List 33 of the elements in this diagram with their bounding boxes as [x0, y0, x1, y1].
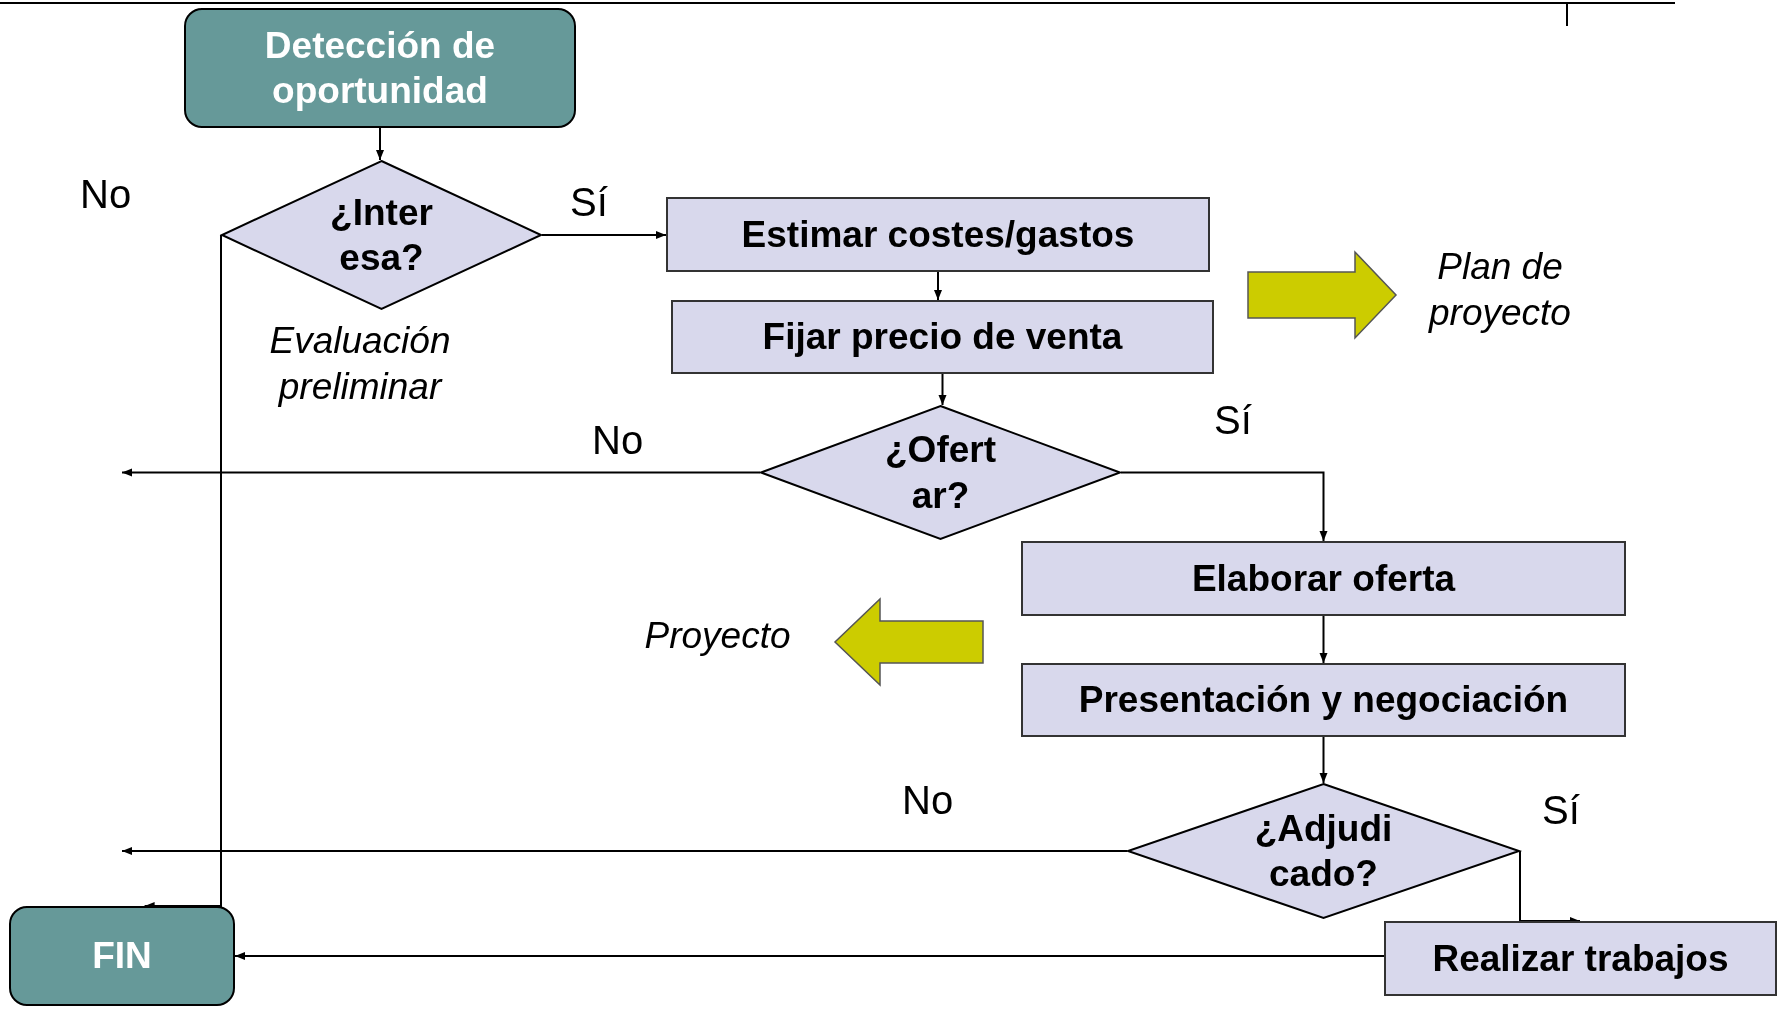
- node-label: Fijar precio de venta: [762, 315, 1123, 360]
- process-box: [1384, 921, 1777, 996]
- arrow: [1120, 471, 1328, 542]
- arrow: [541, 231, 667, 239]
- node-label: Presentación y negociación: [1078, 678, 1569, 723]
- arrow: [234, 952, 1385, 960]
- process-box: [666, 197, 1210, 272]
- arrow: [1319, 615, 1328, 664]
- node-label: Detección de oportunidad: [263, 23, 497, 113]
- decision-diamond: [221, 160, 542, 310]
- node-label: FIN: [92, 934, 152, 979]
- terminal-box: [184, 8, 576, 128]
- process-box: [1021, 541, 1626, 616]
- node-caption: Evaluación preliminar: [268, 319, 452, 410]
- arrow: [938, 373, 947, 406]
- process-box: [671, 300, 1214, 374]
- node-label: ¿Ofert ar?: [884, 428, 997, 518]
- node-label: ¿Inter esa?: [329, 190, 434, 280]
- node-label: ¿Adjudi cado?: [1253, 806, 1394, 896]
- note-text: Proyecto: [643, 614, 792, 658]
- arrow: [121, 468, 761, 477]
- arrow: [934, 271, 942, 301]
- node-label: Estimar costes/gastos: [741, 212, 1135, 257]
- process-box: [1021, 663, 1626, 737]
- note-text: Plan de proyecto: [1427, 245, 1572, 336]
- node-label: Realizar trabajos: [1432, 936, 1729, 981]
- node-label: Elaborar oferta: [1191, 556, 1456, 601]
- arrow: [1319, 736, 1328, 784]
- decision-diamond: [1127, 783, 1520, 919]
- decision-diamond: [760, 405, 1121, 540]
- arrow: [121, 847, 1128, 855]
- terminal-box: [9, 906, 235, 1006]
- arrow: [376, 127, 384, 161]
